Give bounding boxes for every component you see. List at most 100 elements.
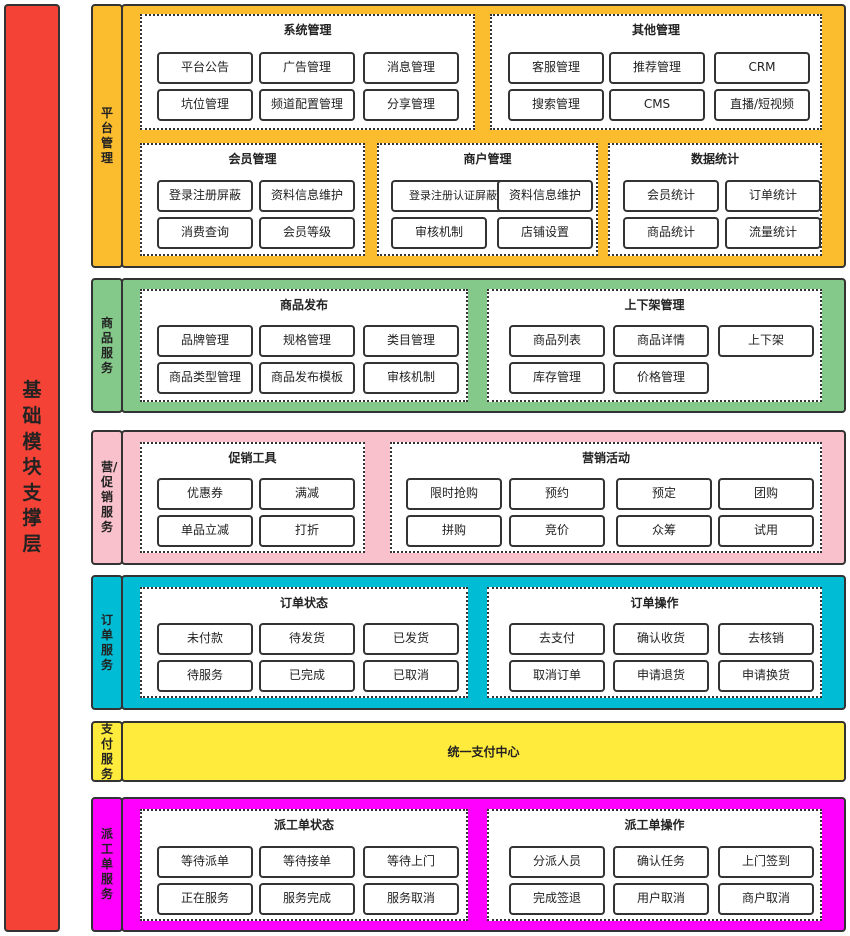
module-button[interactable]: 已取消 [363,660,459,692]
module-button[interactable]: 去核销 [718,623,814,655]
module-button[interactable]: 品牌管理 [157,325,253,357]
marketing-layer-label-box: 营/促销服务 [91,430,123,565]
module-button[interactable]: 审核机制 [391,217,487,249]
module-button[interactable]: 优惠券 [157,478,253,510]
order-operations-panel: 订单操作 去支付 确认收货 去核销 取消订单 申请退货 申请换货 [487,587,822,698]
module-button[interactable]: 已发货 [363,623,459,655]
module-button[interactable]: 价格管理 [613,362,709,394]
module-button[interactable]: 商品统计 [623,217,719,249]
module-button[interactable]: 众筹 [616,515,712,547]
module-button[interactable]: 等待派单 [157,846,253,878]
order-layer-label-box: 订单服务 [91,575,123,710]
module-button[interactable]: 用户取消 [613,883,709,915]
module-button[interactable]: 等待接单 [259,846,355,878]
base-support-layer-label: 基础模块支撑层 [22,379,42,556]
module-button[interactable]: 预约 [509,478,605,510]
module-button[interactable]: 审核机制 [363,362,459,394]
dispatch-layer-label: 派工单服务 [101,827,114,901]
module-button[interactable]: 订单统计 [725,180,821,212]
system-management-panel: 系统管理 平台公告 广告管理 消息管理 坑位管理 频道配置管理 分享管理 [140,14,475,130]
module-button[interactable]: 等待上门 [363,846,459,878]
module-button[interactable]: 满减 [259,478,355,510]
unified-payment-center[interactable]: 统一支付中心 [121,721,846,782]
module-button[interactable]: 消费查询 [157,217,253,249]
module-button[interactable]: 消息管理 [363,52,459,84]
module-button[interactable]: 商品列表 [509,325,605,357]
module-button[interactable]: 正在服务 [157,883,253,915]
panel-title: 订单操作 [630,596,679,610]
merchant-management-panel: 商户管理 登录注册认证屏蔽 资料信息维护 审核机制 店铺设置 [377,143,598,256]
module-button[interactable]: 待服务 [157,660,253,692]
panel-title: 其他管理 [631,23,680,37]
module-button[interactable]: 登录注册认证屏蔽 [391,180,515,212]
module-button[interactable]: 分派人员 [509,846,605,878]
module-button[interactable]: 服务完成 [259,883,355,915]
module-button[interactable]: 坑位管理 [157,89,253,121]
module-button[interactable]: 登录注册屏蔽 [157,180,253,212]
platform-layer-label: 平台管理 [101,106,114,165]
panel-title: 商户管理 [463,152,512,166]
module-button[interactable]: 会员等级 [259,217,355,249]
panel-title: 上下架管理 [624,298,685,312]
module-button[interactable]: 库存管理 [509,362,605,394]
panel-title: 派工单状态 [273,818,334,832]
module-button[interactable]: 限时抢购 [406,478,502,510]
module-button[interactable]: 试用 [718,515,814,547]
module-button[interactable]: 流量统计 [725,217,821,249]
module-button[interactable]: 商品类型管理 [157,362,253,394]
module-button[interactable]: 竞价 [509,515,605,547]
module-button[interactable]: 资料信息维护 [259,180,355,212]
module-button[interactable]: 完成签退 [509,883,605,915]
panel-title: 商品发布 [279,298,328,312]
module-button[interactable]: 客服管理 [508,52,604,84]
module-button[interactable]: 平台公告 [157,52,253,84]
goods-publish-panel: 商品发布 品牌管理 规格管理 类目管理 商品类型管理 商品发布模板 审核机制 [140,289,468,402]
dispatch-status-panel: 派工单状态 等待派单 等待接单 等待上门 正在服务 服务完成 服务取消 [140,809,468,921]
module-button[interactable]: 服务取消 [363,883,459,915]
module-button[interactable]: 规格管理 [259,325,355,357]
module-button[interactable]: 类目管理 [363,325,459,357]
module-button[interactable]: 商品发布模板 [259,362,355,394]
dispatch-operations-panel: 派工单操作 分派人员 确认任务 上门签到 完成签退 用户取消 商户取消 [487,809,822,921]
marketing-activities-panel: 营销活动 限时抢购 预约 预定 团购 拼购 竞价 众筹 试用 [390,442,822,553]
module-button[interactable]: 搜索管理 [508,89,604,121]
module-button[interactable]: 未付款 [157,623,253,655]
module-button[interactable]: 打折 [259,515,355,547]
module-button[interactable]: 去支付 [509,623,605,655]
module-button[interactable]: 资料信息维护 [497,180,593,212]
module-button[interactable]: CMS [609,89,705,121]
module-button[interactable]: 确认任务 [613,846,709,878]
module-button[interactable]: 频道配置管理 [259,89,355,121]
module-button[interactable]: 上下架 [718,325,814,357]
module-button[interactable]: 拼购 [406,515,502,547]
module-button[interactable]: 申请退货 [613,660,709,692]
module-button[interactable]: 直播/短视频 [714,89,810,121]
module-button[interactable]: 取消订单 [509,660,605,692]
platform-layer-label-box: 平台管理 [91,4,123,268]
module-button[interactable]: 上门签到 [718,846,814,878]
panel-title: 派工单操作 [624,818,685,832]
module-button[interactable]: 已完成 [259,660,355,692]
module-button[interactable]: 单品立减 [157,515,253,547]
module-button[interactable]: 商品详情 [613,325,709,357]
module-button[interactable]: 确认收货 [613,623,709,655]
module-button[interactable]: CRM [714,52,810,84]
module-button[interactable]: 申请换货 [718,660,814,692]
order-status-panel: 订单状态 未付款 待发货 已发货 待服务 已完成 已取消 [140,587,468,698]
module-button[interactable]: 广告管理 [259,52,355,84]
module-button[interactable]: 预定 [616,478,712,510]
panel-title: 营销活动 [581,451,630,465]
data-statistics-panel: 数据统计 会员统计 订单统计 商品统计 流量统计 [608,143,822,256]
goods-layer-label-box: 商品服务 [91,278,123,413]
member-management-panel: 会员管理 登录注册屏蔽 资料信息维护 消费查询 会员等级 [140,143,365,256]
module-button[interactable]: 分享管理 [363,89,459,121]
module-button[interactable]: 待发货 [259,623,355,655]
module-button[interactable]: 会员统计 [623,180,719,212]
shelf-management-panel: 上下架管理 商品列表 商品详情 上下架 库存管理 价格管理 [487,289,822,402]
module-button[interactable]: 推荐管理 [609,52,705,84]
payment-layer-label-box: 支付服务 [91,721,123,782]
module-button[interactable]: 店铺设置 [497,217,593,249]
promotion-tools-panel: 促销工具 优惠券 满减 单品立减 打折 [140,442,365,553]
module-button[interactable]: 团购 [718,478,814,510]
module-button[interactable]: 商户取消 [718,883,814,915]
